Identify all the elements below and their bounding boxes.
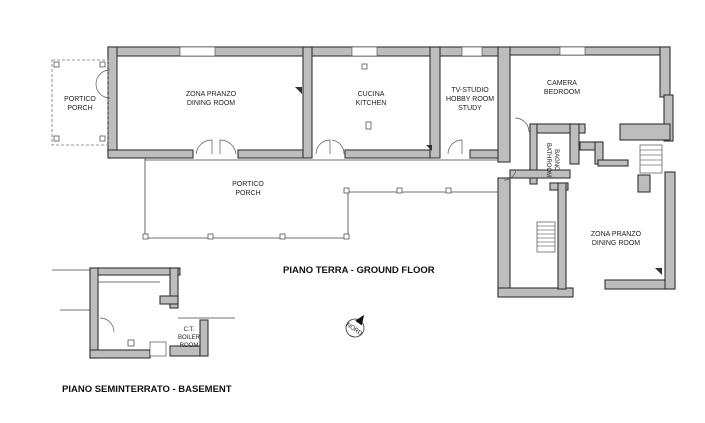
- doors: [95, 69, 530, 181]
- label-bathroom-it: BAGNO: [553, 149, 559, 171]
- label-kitchen-it: CUCINA: [358, 91, 385, 98]
- label-boiler-1: C.T.: [184, 327, 195, 333]
- label-portico-front-it: PORTICO: [232, 181, 264, 188]
- label-portico-front-en: PORCH: [235, 190, 260, 197]
- front-porch: [142, 158, 498, 240]
- label-dining-right-en: DINING ROOM: [592, 240, 640, 247]
- stairs: [536, 144, 663, 253]
- label-study-2: HOBBY ROOM: [446, 96, 494, 103]
- label-boiler-2: BOILER: [178, 335, 201, 341]
- label-dining-right-it: ZONA PRANZO: [591, 231, 642, 238]
- label-bathroom-en: BATHROOM: [545, 143, 551, 177]
- room-labels: PORTICO PORCH ZONA PRANZO DINING ROOM CU…: [64, 80, 642, 349]
- label-dining-it: ZONA PRANZO: [186, 91, 237, 98]
- ground-floor-title: PIANO TERRA - GROUND FLOOR: [283, 265, 435, 276]
- label-dining-en: DINING ROOM: [187, 100, 235, 107]
- label-bathroom: BAGNO BATHROOM: [545, 143, 559, 177]
- basement-walls: [52, 267, 235, 359]
- label-kitchen-en: KITCHEN: [356, 100, 387, 107]
- label-portico-left-it: PORTICO: [64, 96, 96, 103]
- label-bedroom-it: CAMERA: [547, 80, 577, 87]
- windows: [179, 46, 586, 57]
- basement-title: PIANO SEMINTERRATO - BASEMENT: [62, 384, 232, 395]
- label-portico-left-en: PORCH: [67, 105, 92, 112]
- north-arrow: NORD: [345, 314, 365, 338]
- label-study-1: TV-STUDIO: [451, 87, 489, 94]
- label-bedroom-en: BEDROOM: [544, 89, 580, 96]
- label-boiler-3: ROOM: [180, 343, 199, 349]
- fixtures: [295, 63, 662, 275]
- ground-floor-walls: [107, 46, 676, 298]
- label-study-3: STUDY: [458, 105, 482, 112]
- left-porch: [51, 59, 109, 146]
